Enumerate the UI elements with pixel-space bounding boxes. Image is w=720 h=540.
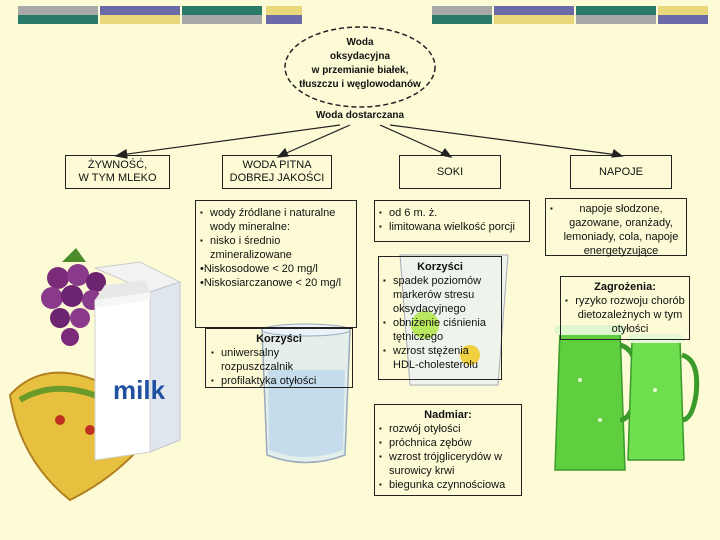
bar-segment bbox=[182, 6, 262, 15]
center-ellipse bbox=[284, 26, 436, 108]
juices-info-panel: od 6 m. ż. limitowana wielkość porcji bbox=[374, 200, 530, 242]
bar-segment bbox=[494, 6, 574, 15]
center-title-line: Woda bbox=[346, 37, 374, 48]
bar-segment bbox=[432, 6, 492, 15]
juices-benefits-panel: Korzyści spadek poziomów markerów stresu… bbox=[378, 256, 502, 380]
bar-segment bbox=[182, 15, 262, 24]
water-info-panel: wody źródlane i naturalne wody mineralne… bbox=[195, 200, 357, 328]
bar-segment bbox=[18, 15, 98, 24]
water-item: nisko i średnio zmineralizowane bbox=[200, 234, 352, 262]
bar-segment bbox=[266, 6, 302, 15]
juices-item: od 6 m. ż. bbox=[379, 206, 525, 220]
water-benefit-item: profilaktyka otyłości bbox=[211, 374, 347, 388]
milk-carton-illustration bbox=[93, 261, 182, 461]
drinks-risk-item: ryzyko rozwoju chorób dietozależnych w t… bbox=[565, 294, 685, 336]
juices-excess-item: próchnica zębów bbox=[379, 436, 517, 450]
water-benefits-panel: Korzyści uniwersalny rozpuszczalnik prof… bbox=[205, 328, 353, 388]
category-food: ŻYWNOŚĆ, W TYM MLEKO bbox=[65, 155, 170, 189]
category-food-line: W TYM MLEKO bbox=[78, 172, 157, 184]
juices-excess-title: Nadmiar: bbox=[424, 409, 472, 421]
water-benefits-title: Korzyści bbox=[256, 333, 302, 345]
drinks-risk-panel: Zagrożenia: ryzyko rozwoju chorób dietoz… bbox=[560, 276, 690, 340]
bar-segment bbox=[100, 15, 180, 24]
drinks-info-panel: napoje słodzone, gazowane, oranżady, lem… bbox=[545, 198, 687, 258]
bar-segment bbox=[576, 6, 656, 15]
bar-segment bbox=[576, 15, 656, 24]
juices-excess-item: biegunka czynnościowa bbox=[379, 478, 517, 492]
drinks-item: napoje słodzone, gazowane, oranżady, lem… bbox=[550, 202, 682, 258]
center-subtitle: Woda dostarczana bbox=[315, 110, 405, 121]
water-extra-line: •Niskosodowe < 20 mg/l bbox=[200, 263, 318, 275]
category-water-line: DOBREJ JAKOŚCI bbox=[229, 172, 325, 184]
center-title-line: tłuszczu i węglowodanów bbox=[299, 79, 421, 90]
category-juices: SOKI bbox=[399, 155, 501, 189]
category-water-line: WODA PITNA bbox=[242, 159, 312, 171]
category-water: WODA PITNA DOBREJ JAKOŚCI bbox=[222, 155, 332, 189]
arrows bbox=[114, 124, 624, 159]
juices-benefit-item: spadek poziomów markerów stresu oksydacy… bbox=[383, 274, 497, 316]
water-extra-line: •Niskosiarczanowe < 20 mg/l bbox=[200, 277, 342, 289]
center-title: Woda oksydacyjna w przemianie białek, tł… bbox=[280, 36, 440, 92]
bar-segment bbox=[432, 15, 492, 24]
milk-label: milk bbox=[113, 375, 166, 405]
center-title-line: w przemianie białek, bbox=[311, 65, 409, 76]
juices-item: limitowana wielkość porcji bbox=[379, 220, 525, 234]
center-title-line: oksydacyjna bbox=[329, 51, 391, 62]
top-decorative-bar bbox=[0, 0, 720, 30]
water-item: wody źródlane i naturalne wody mineralne… bbox=[200, 206, 352, 234]
bar-segment bbox=[100, 6, 180, 15]
bar-segment bbox=[494, 15, 574, 24]
green-drinks-illustration bbox=[554, 325, 700, 471]
juices-excess-panel: Nadmiar: rozwój otyłości próchnica zębów… bbox=[374, 404, 522, 496]
bar-segment bbox=[658, 6, 708, 15]
juices-excess-item: wzrost trójglicerydów w surowicy krwi bbox=[379, 450, 517, 478]
juices-benefits-title: Korzyści bbox=[417, 261, 463, 273]
water-benefit-item: uniwersalny rozpuszczalnik bbox=[211, 346, 347, 374]
bar-segment bbox=[266, 15, 302, 24]
juices-benefit-item: wzrost stężenia HDL-cholesterolu bbox=[383, 344, 497, 372]
drinks-risk-title: Zagrożenia: bbox=[594, 281, 656, 293]
juices-excess-item: rozwój otyłości bbox=[379, 422, 517, 436]
category-food-line: ŻYWNOŚĆ, bbox=[87, 159, 148, 171]
juices-benefit-item: obniżenie ciśnienia tętniczego bbox=[383, 316, 497, 344]
bar-segment bbox=[658, 15, 708, 24]
bar-segment bbox=[18, 6, 98, 15]
category-drinks: NAPOJE bbox=[570, 155, 672, 189]
